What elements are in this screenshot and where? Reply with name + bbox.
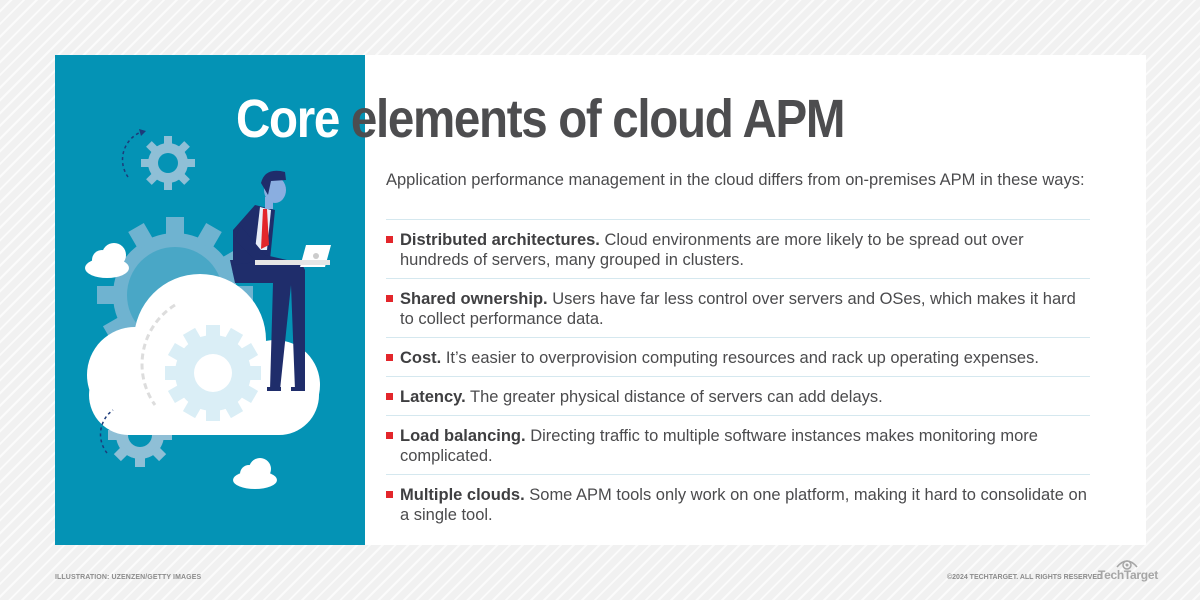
elements-list: Distributed architectures. Cloud environ… bbox=[386, 219, 1090, 533]
bullet-icon bbox=[386, 432, 393, 439]
item-text: The greater physical distance of servers… bbox=[465, 388, 883, 406]
list-item: Load balancing. Directing traffic to mul… bbox=[386, 416, 1090, 475]
item-text: Some APM tools only work on one platform… bbox=[400, 486, 1087, 524]
cloud-icon bbox=[85, 243, 129, 278]
list-item: Multiple clouds. Some APM tools only wor… bbox=[386, 475, 1090, 533]
bullet-icon bbox=[386, 354, 393, 361]
list-item: Shared ownership. Users have far less co… bbox=[386, 279, 1090, 338]
item-text: Directing traffic to multiple software i… bbox=[400, 427, 1038, 465]
illustration-credit: ILLUSTRATION: UZENZEN/GETTY IMAGES bbox=[55, 574, 202, 581]
item-term: Latency. bbox=[400, 388, 466, 406]
item-term: Load balancing. bbox=[400, 427, 526, 445]
item-text: It’s easier to overprovision computing r… bbox=[441, 349, 1039, 367]
title-rest: elements of cloud APM bbox=[338, 89, 846, 149]
bullet-icon bbox=[386, 491, 393, 498]
item-term: Shared ownership. bbox=[400, 290, 548, 308]
list-item: Latency. The greater physical distance o… bbox=[386, 377, 1090, 416]
intro-text: Application performance management in th… bbox=[386, 171, 1085, 189]
list-item: Cost. It’s easier to overprovision compu… bbox=[386, 338, 1090, 377]
businessman-cloud-illustration bbox=[85, 129, 331, 489]
bullet-icon bbox=[386, 393, 393, 400]
bullet-icon bbox=[386, 236, 393, 243]
gear-icon bbox=[141, 136, 195, 190]
item-text: Users have far less control over servers… bbox=[400, 290, 1076, 328]
gear-icon bbox=[165, 325, 261, 421]
brand-logo: TechTarget bbox=[1098, 568, 1158, 582]
cloud-icon bbox=[233, 458, 277, 489]
person-icon bbox=[230, 170, 305, 391]
item-term: Cost. bbox=[400, 349, 442, 367]
list-item: Distributed architectures. Cloud environ… bbox=[386, 220, 1090, 279]
illustration-panel bbox=[55, 55, 365, 545]
item-term: Multiple clouds. bbox=[400, 486, 525, 504]
page-title: Core elements of cloud APM bbox=[236, 88, 846, 150]
title-highlight: Core bbox=[236, 89, 340, 149]
bullet-icon bbox=[386, 295, 393, 302]
techtarget-eye-icon bbox=[1116, 560, 1138, 570]
item-text: Cloud environments are more likely to be… bbox=[400, 231, 1024, 269]
laptop-icon bbox=[255, 245, 331, 267]
copyright-notice: ©2024 TECHTARGET. ALL RIGHTS RESERVED bbox=[947, 574, 1103, 581]
item-term: Distributed architectures. bbox=[400, 231, 600, 249]
